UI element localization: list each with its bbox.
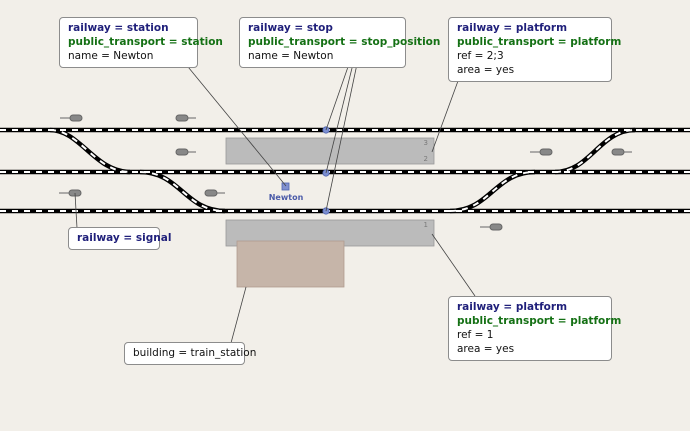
signals	[59, 114, 632, 231]
tag-value: yes	[495, 64, 515, 76]
tag-value: platform	[570, 36, 622, 48]
tag-key: area	[457, 64, 481, 76]
tag-value: stop_position	[361, 36, 441, 48]
rail-dashes	[0, 129, 690, 212]
signal-icon	[175, 114, 196, 122]
tag-value: platform	[570, 315, 622, 327]
platform-top-tags-box: railway = platform public_transport = pl…	[448, 17, 621, 82]
station-name-label: Newton	[269, 193, 304, 202]
tag-key: public_transport	[68, 36, 166, 48]
tag-key: ref	[457, 329, 472, 341]
signal-icon	[175, 148, 196, 156]
signal-icon	[59, 189, 82, 197]
building-tags-box: building = train_station	[124, 342, 256, 365]
tag-value: Newton	[293, 50, 334, 62]
platform-2-3	[225, 137, 435, 165]
stop-tags-box: railway = stop public_transport = stop_p…	[239, 17, 440, 68]
tag-key: name	[248, 50, 278, 62]
tag-value: yes	[495, 343, 515, 355]
signal-icon	[530, 148, 553, 156]
station-tags-box: railway = station public_transport = sta…	[59, 17, 223, 68]
tag-key: ref	[457, 50, 472, 62]
signal-icon	[204, 189, 225, 197]
tag-key: public_transport	[457, 36, 555, 48]
signal-icon	[60, 114, 83, 122]
tag-value: signal	[135, 232, 172, 244]
signal-icon	[611, 148, 632, 156]
tag-value: train_station	[190, 347, 257, 359]
tag-value: 2;3	[486, 50, 504, 62]
tag-value: 1	[486, 329, 494, 341]
tag-key: railway	[68, 22, 111, 34]
platform-number-2: 2	[424, 155, 428, 163]
tag-key: area	[457, 343, 481, 355]
crossover-left-upper	[49, 127, 131, 175]
station-building	[236, 240, 345, 288]
tag-key: building	[133, 347, 176, 359]
platform-number-1: 1	[424, 221, 428, 229]
tag-key: public_transport	[457, 315, 555, 327]
tag-key: public_transport	[248, 36, 346, 48]
tag-key: railway	[248, 22, 291, 34]
tag-key: railway	[457, 22, 500, 34]
signal-tags-box: railway = signal	[68, 227, 171, 250]
rail-tracks	[0, 127, 690, 214]
tag-value: platform	[515, 22, 568, 34]
platform-bottom-tags-box: railway = platform public_transport = pl…	[448, 296, 621, 361]
tag-value: station	[126, 22, 169, 34]
crossover-right-lower	[449, 169, 536, 214]
tag-key: name	[68, 50, 98, 62]
tag-key: railway	[77, 232, 120, 244]
tag-value: Newton	[113, 50, 154, 62]
platform-number-3: 3	[424, 139, 428, 147]
crossover-right-upper	[554, 127, 636, 175]
tag-value: station	[181, 36, 223, 48]
station-node	[281, 182, 290, 191]
leader-lines	[74, 61, 476, 344]
signal-icon	[480, 223, 503, 231]
tag-value: stop	[306, 22, 333, 34]
tag-key: railway	[457, 301, 500, 313]
tag-value: platform	[515, 301, 568, 313]
